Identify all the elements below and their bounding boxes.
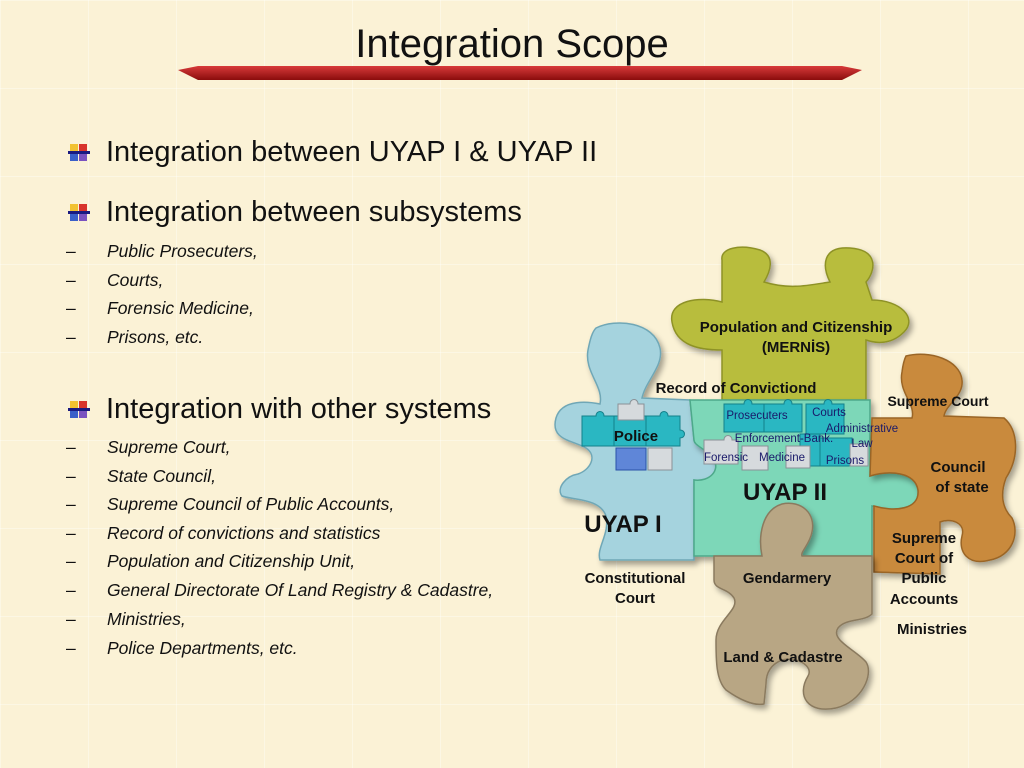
constitutional-label-sub: Court <box>615 590 655 607</box>
sub-item: –Population and Citizenship Unit, <box>66 551 356 571</box>
bullet-item: Integration between subsystems <box>66 196 522 229</box>
accounts-label: Court of <box>895 550 954 567</box>
uyap1-label: UYAP I <box>584 511 661 538</box>
bullet-icon <box>68 400 90 418</box>
council-label: Council <box>931 459 986 476</box>
small-piece <box>647 447 673 471</box>
prisons-label: Prisons <box>826 455 865 467</box>
bullet-text: Integration between UYAP I & UYAP II <box>106 136 598 168</box>
sub-item: –Record of convictions and statistics <box>66 523 381 543</box>
bullet-text: Integration with other systems <box>106 393 492 425</box>
sub-item: –State Council, <box>66 466 216 486</box>
bullet-item: Integration with other systems <box>66 393 491 426</box>
small-blue-highlight <box>615 447 647 471</box>
title-underline <box>178 66 862 80</box>
constitutional-label: Constitutional <box>585 570 686 587</box>
uyap2-label: UYAP II <box>743 479 827 506</box>
bullet-icon <box>68 143 90 161</box>
small-piece <box>805 399 845 435</box>
small-piece <box>615 447 647 471</box>
record-label: Record of Convictiond <box>656 380 817 397</box>
ministries-label: Ministries <box>897 621 967 638</box>
small-piece <box>741 445 769 471</box>
medicine-label: Medicine <box>759 452 805 464</box>
sub-item: –Forensic Medicine, <box>66 298 254 318</box>
accounts-label: Supreme <box>892 530 956 547</box>
bullet-icon <box>68 203 90 221</box>
accounts-label: Accounts <box>890 591 958 608</box>
forensic-label: Forensic <box>704 452 748 464</box>
sub-item: –Supreme Council of Public Accounts, <box>66 494 395 514</box>
administrative-label: Administrative <box>826 423 898 435</box>
courts-puzzle-piece <box>869 353 1017 575</box>
sub-item: –Police Departments, etc. <box>66 638 298 658</box>
sub-item: –Supreme Court, <box>66 437 231 457</box>
law-label: Law <box>851 438 873 450</box>
gendarmery-puzzle-piece <box>713 502 873 710</box>
bullet-item: Integration between UYAP I & UYAP II <box>66 136 597 169</box>
page-title: Integration Scope <box>355 22 669 66</box>
small-piece <box>763 399 803 433</box>
council-label-sub: of state <box>935 479 988 496</box>
bullet-text: Integration between subsystems <box>106 196 522 228</box>
police-label: Police <box>614 428 658 445</box>
mernis-puzzle-piece <box>671 246 910 401</box>
sub-item: –Prisons, etc. <box>66 327 204 347</box>
courts-small-label: Courts <box>812 407 846 419</box>
gendarmery-label: Gendarmery <box>743 570 832 587</box>
sub-item: –Public Prosecuters, <box>66 241 258 261</box>
prosecuters-label: Prosecuters <box>726 410 788 422</box>
supreme-court-label: Supreme Court <box>887 393 988 409</box>
small-piece <box>617 399 645 421</box>
mernis-label-sub: (MERNİS) <box>762 339 830 356</box>
small-grey-pieces <box>617 399 869 471</box>
small-piece <box>645 411 685 447</box>
land-label: Land & Cadastre <box>723 649 842 666</box>
enforcement-label: Enforcement-Bank. <box>735 433 833 445</box>
accounts-label: Public <box>901 570 946 587</box>
small-piece <box>849 443 869 467</box>
small-puzzle-pieces <box>581 399 853 467</box>
small-piece <box>785 445 811 469</box>
sub-item: –Courts, <box>66 270 164 290</box>
small-piece <box>703 435 739 465</box>
sub-item: –General Directorate Of Land Registry & … <box>66 580 494 600</box>
mernis-label: Population and Citizenship <box>700 319 893 336</box>
sub-item: –Ministries, <box>66 609 186 629</box>
